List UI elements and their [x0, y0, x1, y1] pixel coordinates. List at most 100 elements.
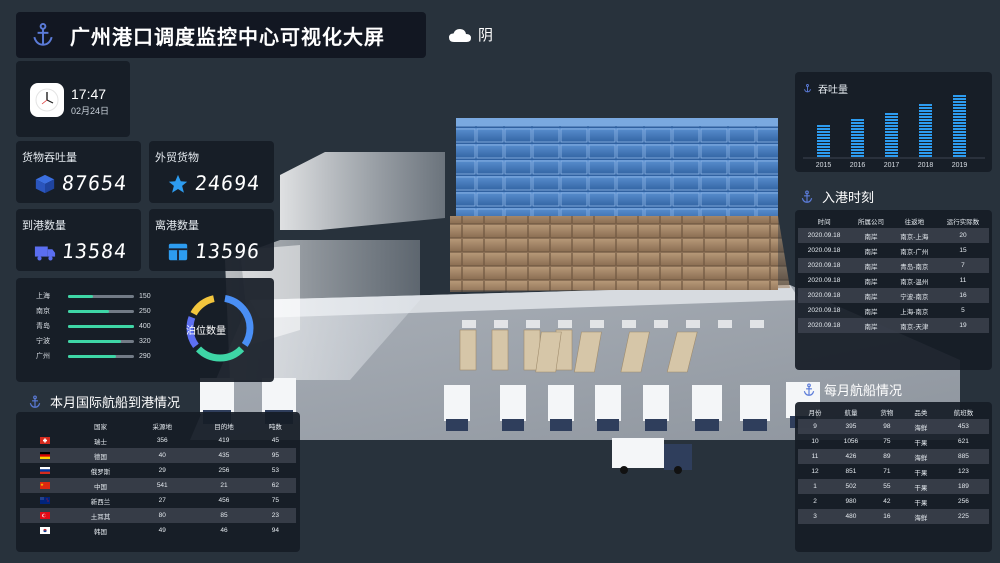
- stat-label: 外贸货物: [155, 152, 199, 164]
- table-header-row: 月份 航量 货物 品类 航班数: [798, 404, 989, 419]
- table-cell: 95: [254, 448, 296, 463]
- flag-ru-icon: [39, 466, 50, 474]
- anchor-icon: [801, 189, 813, 203]
- table-cell: 9: [798, 419, 833, 434]
- table-cell: 10: [811, 438, 819, 445]
- table-cell: 502: [832, 479, 870, 494]
- table-cell: 45: [271, 437, 280, 444]
- table-cell: 韩国: [94, 528, 108, 536]
- stat-label: 货物吞吐量: [22, 152, 77, 164]
- table-cell: 19: [936, 318, 989, 333]
- stat-label: 到港数量: [22, 220, 66, 232]
- table-cell: 480: [832, 509, 870, 524]
- flag-de-icon: [39, 451, 50, 459]
- table-header-row: 时间 所属公司 往返地 运行实际数: [798, 213, 989, 228]
- cube-icon: [35, 174, 55, 194]
- berth-ring-label: 泊位数量: [186, 326, 226, 337]
- berth-bar-track: [68, 309, 134, 313]
- table-cell-flag: [20, 508, 70, 523]
- table-cell: 27: [158, 497, 166, 504]
- table-cell: 中国: [69, 478, 132, 493]
- clock-date: 02月24日: [71, 106, 110, 116]
- stat-value: 24694: [193, 171, 262, 195]
- table-cell: 16: [869, 509, 904, 524]
- table-cell: 南京-温州: [900, 278, 929, 286]
- stat-foreign-cargo: 外贸货物 24694: [149, 141, 274, 203]
- table-cell: 2: [813, 498, 817, 505]
- berth-city: 广州: [36, 353, 50, 360]
- table-cell: 南京-上海: [891, 228, 937, 243]
- anchor-icon: [33, 22, 53, 46]
- table-cell: 62: [254, 478, 296, 493]
- table-cell: 5: [961, 307, 965, 314]
- table-cell: 16: [936, 288, 989, 303]
- table-cell: 2020.09.18: [807, 307, 841, 314]
- table-cell: 2020.09.18: [807, 277, 841, 284]
- table-cell: 256: [958, 498, 969, 505]
- chart-tick-label: 2019: [952, 162, 968, 169]
- flag-ch-icon: [39, 436, 50, 444]
- table-cell: 南岸: [864, 248, 878, 256]
- chart-tick-label: 2015: [816, 162, 832, 169]
- monthly-ships-title: 每月航船情况: [824, 383, 903, 398]
- table-cell: 2020.09.18: [807, 247, 841, 254]
- berth-bar-track: [68, 294, 134, 298]
- berth-bar-fill: [68, 339, 121, 343]
- stat-value: 87654: [60, 171, 129, 195]
- table-cell: 南岸: [864, 278, 878, 286]
- table-cell: 541: [131, 478, 194, 493]
- flag-nz-icon: [39, 496, 50, 504]
- table-cell: 94: [271, 527, 280, 534]
- table-cell: 395: [832, 419, 870, 434]
- table-cell: 189: [937, 479, 989, 494]
- col-category: 品类: [914, 409, 928, 417]
- clock-icon: [30, 83, 64, 117]
- table-cell: 256: [218, 467, 230, 474]
- col-volume: 航量: [844, 409, 858, 417]
- table-cell-flag: [20, 523, 70, 538]
- table-cell: 80: [131, 508, 194, 523]
- table-cell: 225: [937, 509, 989, 524]
- table-cell: 426: [832, 449, 870, 464]
- table-cell: 53: [271, 467, 280, 474]
- table-cell: 2020.09.18: [798, 228, 851, 243]
- col-tons: 吨数: [268, 423, 282, 431]
- table-cell: 75: [883, 438, 891, 445]
- col-time: 时间: [817, 218, 831, 226]
- table-cell: 419: [218, 437, 230, 444]
- table-cell: 南岸: [850, 228, 892, 243]
- table-cell-flag: [20, 448, 70, 463]
- flag-tr-icon: [39, 511, 50, 519]
- table-cell: 42: [883, 498, 891, 505]
- berth-value: 320: [139, 337, 151, 345]
- table-cell: 俄罗斯: [90, 468, 111, 476]
- table-cell: 2020.09.18: [798, 288, 851, 303]
- intl-ships-title: 本月国际航船到港情况: [50, 395, 181, 410]
- table-cell: 新西兰: [90, 498, 111, 506]
- table-cell: 上海-南京: [900, 308, 929, 316]
- col-cargo: 货物: [880, 409, 894, 417]
- berth-bar-track: [68, 339, 134, 343]
- arrival-title: 入港时刻: [822, 190, 875, 205]
- table-cell: 55: [869, 479, 904, 494]
- container-icon: [168, 243, 188, 261]
